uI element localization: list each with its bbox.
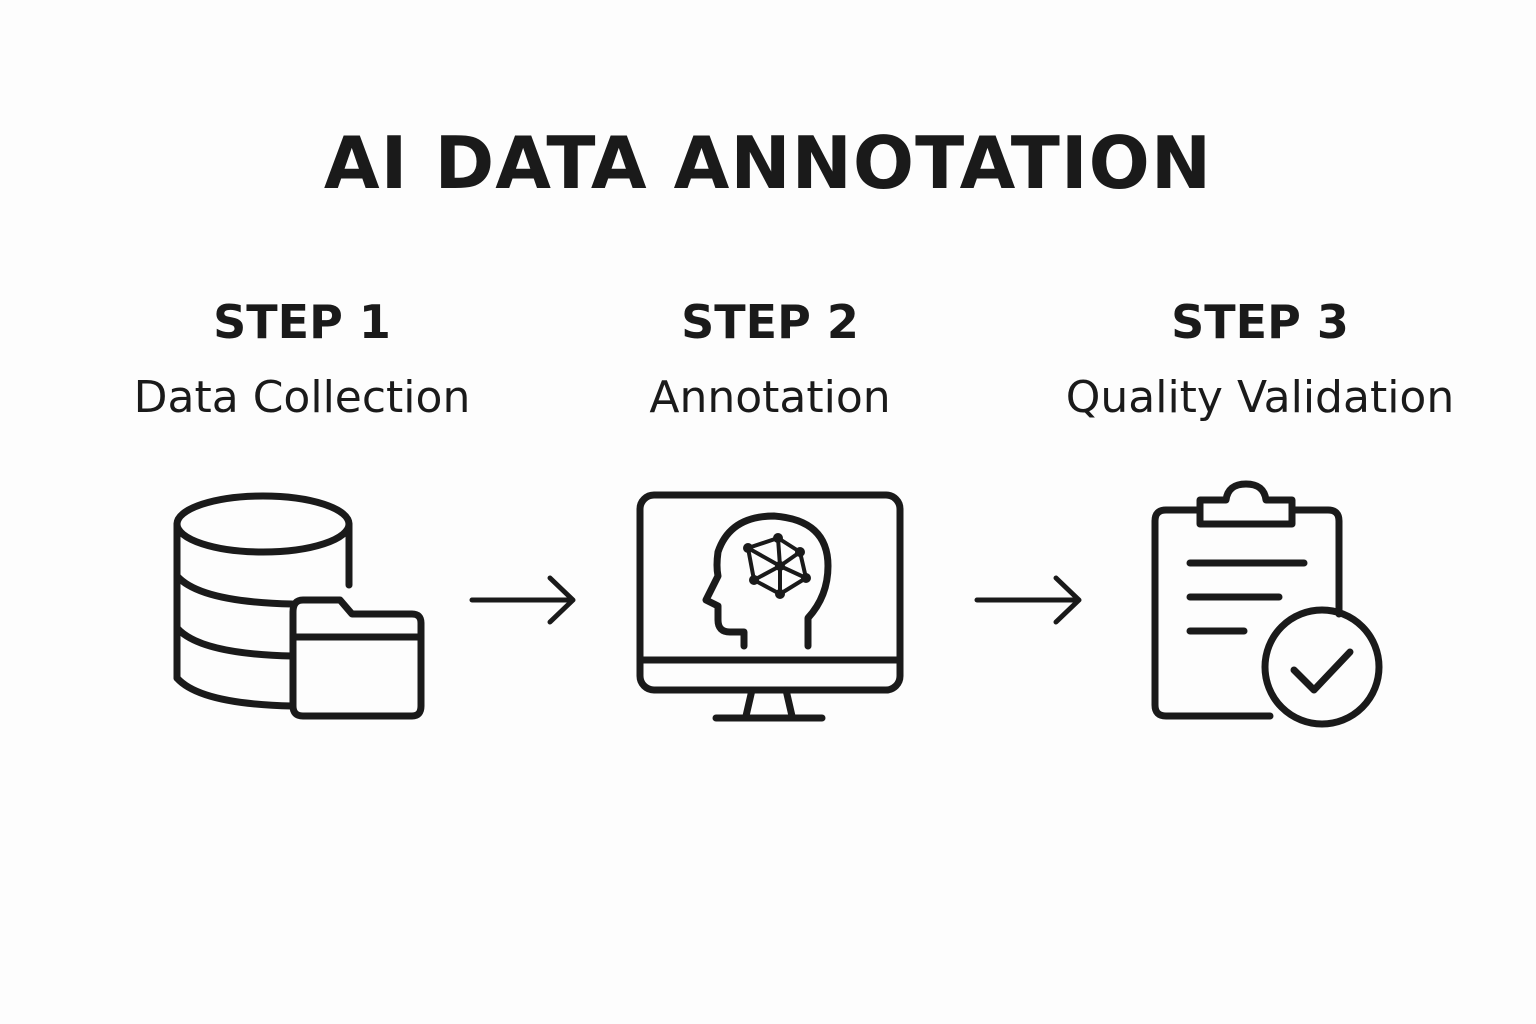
step-2-number: STEP 2	[681, 295, 859, 349]
step-3-name: Quality Validation	[1065, 372, 1455, 423]
step-1-number: STEP 1	[213, 295, 391, 349]
step-1: STEP 1 Data Collection	[62, 292, 542, 428]
step-2: STEP 2 Annotation	[530, 292, 1010, 428]
step-1-name: Data Collection	[133, 372, 471, 423]
step-2-name: Annotation	[649, 372, 891, 423]
step-3-number: STEP 3	[1171, 295, 1349, 349]
step-3: STEP 3 Quality Validation	[1020, 292, 1500, 428]
diagram-title: AI DATA ANNOTATION	[323, 121, 1213, 205]
